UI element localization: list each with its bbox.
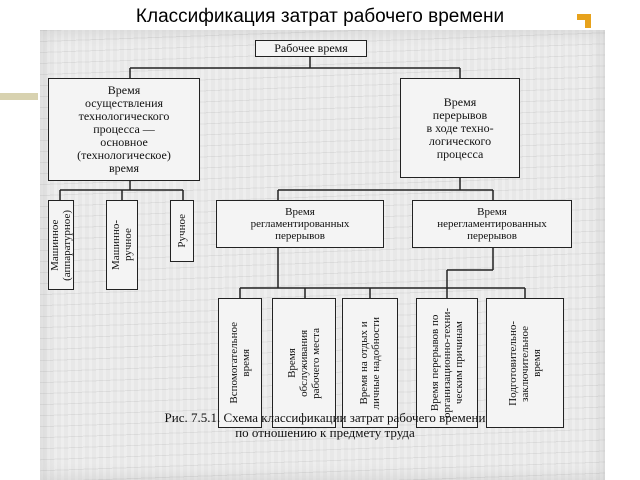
root-node-working-time: Рабочее время [255,40,367,57]
node-workplace-service: Время обслуживания рабочего места [272,298,336,428]
figure-caption: Рис. 7.5.1. Схема классификации затрат р… [164,410,486,440]
node-operational-time: Время осуществления технологического про… [48,78,200,181]
left-accent-bar [0,93,38,100]
node-machine-manual-label: Машинно- ручное [110,220,134,270]
node-breaks-time: Время перерывов в ходе техно- логическог… [400,78,520,178]
node-manual-label: Ручное [176,214,188,248]
node-manual: Ручное [170,200,194,262]
node-auxiliary-label: Вспомогательное время [228,322,252,404]
node-unregulated-breaks: Время нерегламентированных перерывов [412,200,572,248]
node-machine-label: Машинное (аппаратурное) [49,209,73,281]
node-rest-needs-label: Время на отдых и личные надобности [358,316,382,410]
scanned-diagram: Рабочее время Время осуществления технол… [40,30,605,480]
node-workplace-service-label: Время обслуживания рабочего места [286,327,322,399]
node-rest-needs: Время на отдых и личные надобности [342,298,398,428]
node-org-tech-breaks-label: Время перерывов по организационно-техни-… [429,307,465,419]
node-prep-final-label: Подготовительно- заключительное время [507,320,543,406]
node-operational-time-label: Время осуществления технологического про… [77,83,171,175]
corner-bracket-decoration [577,14,591,28]
node-unregulated-breaks-label: Время нерегламентированных перерывов [437,206,547,242]
node-machine: Машинное (аппаратурное) [48,200,74,290]
node-machine-manual: Машинно- ручное [106,200,138,290]
node-breaks-time-label: Время перерывов в ходе техно- логическог… [426,94,494,161]
node-regulated-breaks-label: Время регламентированных перерывов [250,206,350,242]
root-node-label: Рабочее время [274,41,348,55]
node-auxiliary: Вспомогательное время [218,298,262,428]
connector-lines [59,56,526,298]
slide-title: Классификация затрат рабочего времени [135,6,505,27]
node-regulated-breaks: Время регламентированных перерывов [216,200,384,248]
node-org-tech-breaks: Время перерывов по организационно-техни-… [416,298,478,428]
node-prep-final: Подготовительно- заключительное время [486,298,564,428]
